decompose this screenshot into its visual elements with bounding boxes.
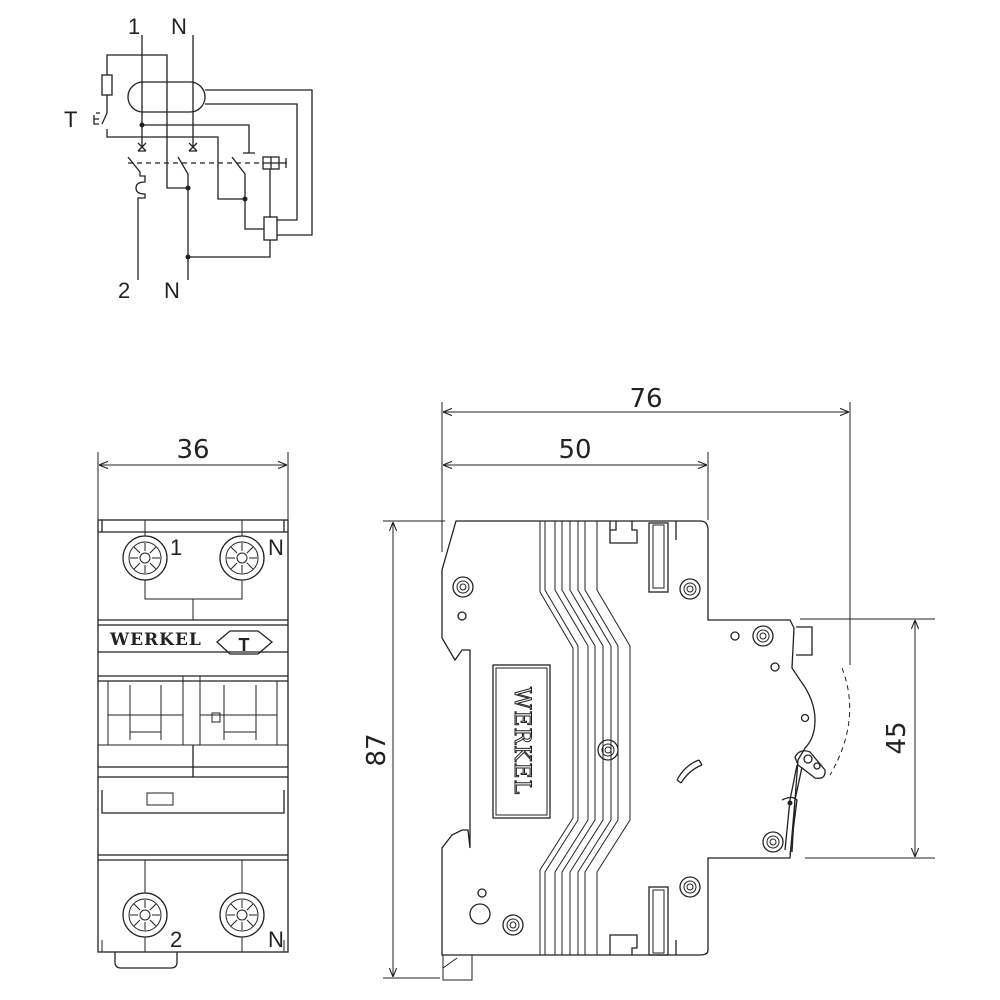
din-clip (114, 952, 178, 969)
terminal-label-n-top: N (268, 535, 284, 560)
handle-travel-arc (829, 667, 851, 776)
resistor-icon (101, 74, 113, 96)
front-brand-label: WERKEL (109, 630, 202, 650)
toggle-handles[interactable] (98, 675, 288, 778)
slot-top (648, 522, 669, 593)
terminal-label-1: 1 (170, 535, 182, 560)
holes (457, 611, 810, 925)
schematic-label-line-in: 1 (128, 14, 140, 39)
handle-knob (796, 626, 813, 656)
terminal-screw-bottom-left (122, 892, 168, 938)
terminal-label-2: 2 (170, 927, 182, 952)
test-button-label: T (239, 635, 250, 655)
indicator-arc (676, 759, 703, 784)
side-view: 76 50 87 45 (362, 384, 935, 981)
terminal-screw-bottom-right (219, 892, 265, 938)
housing-ribs (539, 521, 631, 955)
dimension-front-45: 45 (882, 721, 912, 754)
relay-icon (263, 216, 278, 241)
dimension-depth-76: 76 (629, 384, 662, 414)
dimension-width-36: 36 (176, 435, 209, 465)
schematic-label-test: T (64, 107, 77, 132)
indicator-window (146, 792, 174, 806)
terminal-screw-top-left (122, 535, 168, 581)
housing-outline (441, 520, 816, 956)
front-view: 36 1 N WERKEL T (97, 435, 289, 969)
slot-bottom (648, 886, 669, 956)
dimension-height-87: 87 (362, 733, 392, 766)
lever-link (794, 750, 826, 779)
terminal-screw-top-right (219, 535, 265, 581)
current-transformer-icon (127, 81, 206, 113)
side-brand-label: WERKEL (509, 687, 534, 795)
side-brand-plate: WERKEL (492, 664, 551, 819)
schematic-label-neutral-in: N (171, 14, 187, 39)
wiring-schematic: 1 N T 2 N (64, 14, 313, 303)
rivets (452, 576, 821, 936)
dimension-depth-50: 50 (558, 435, 591, 465)
terminal-label-n-bottom: N (268, 927, 284, 952)
schematic-label-line-out: 2 (118, 278, 130, 303)
test-button-icon (93, 112, 100, 125)
schematic-label-neutral-out: N (164, 278, 180, 303)
test-button[interactable]: T (216, 630, 274, 655)
schematic-wires (93, 35, 313, 280)
